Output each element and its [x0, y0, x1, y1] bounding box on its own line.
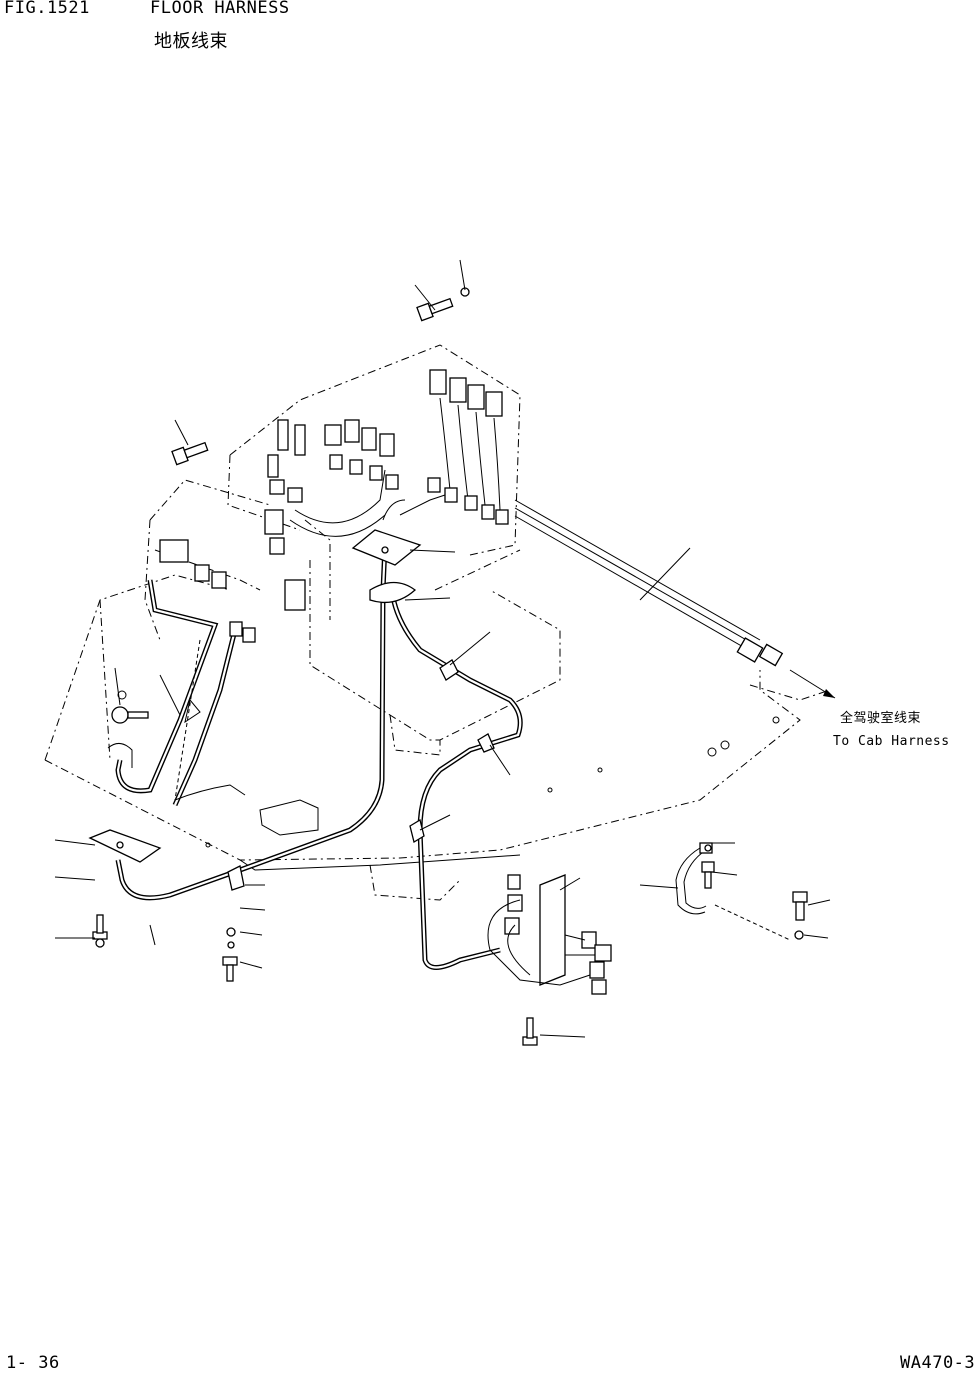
- left-connector-cluster: [107, 509, 319, 836]
- model-number: WA470-3: [900, 1353, 976, 1373]
- floor-holes: [117, 690, 780, 848]
- bolt: [522, 1017, 538, 1046]
- bolt: [701, 861, 715, 889]
- bolt: [92, 914, 108, 948]
- cab-harness-run: [514, 499, 836, 701]
- figure-title-chinese: 地板线束: [154, 31, 228, 52]
- bolt: [416, 297, 454, 322]
- bolt: [222, 956, 238, 982]
- leader-lines: [54, 259, 831, 1038]
- brackets: [88, 529, 495, 891]
- bolts: [92, 287, 808, 1046]
- to-cab-harness-label: To Cab Harness: [833, 734, 950, 749]
- figure-number: FIG.1521: [4, 0, 90, 18]
- right-connector-cluster: [487, 874, 612, 995]
- figure-title: FLOOR HARNESS: [150, 0, 290, 18]
- bolt: [171, 441, 209, 466]
- bolt: [792, 891, 808, 921]
- bolt: [111, 706, 149, 724]
- right-small-harness: [675, 842, 791, 941]
- to-cab-harness-label-chinese: 全驾驶室线束: [840, 711, 922, 726]
- rear-console-box: [227, 344, 561, 756]
- page-number: 1- 36: [6, 1353, 60, 1373]
- rear-connector-cluster: [267, 369, 509, 525]
